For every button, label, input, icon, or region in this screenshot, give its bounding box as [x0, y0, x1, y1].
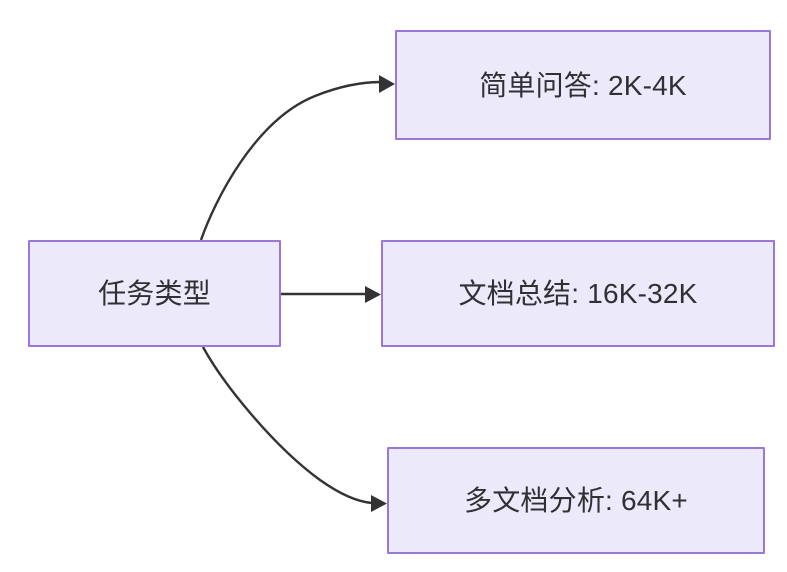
node-simple-qa[interactable]: 简单问答: 2K-4K	[395, 30, 771, 140]
node-doc-summary[interactable]: 文档总结: 16K-32K	[381, 240, 775, 347]
edge-root-to-simple-qa-path	[199, 80, 382, 241]
node-task-type-label: 任务类型	[98, 278, 211, 309]
arrowhead-right-icon	[379, 75, 395, 93]
edge-root-to-doc-summary[interactable]	[281, 286, 381, 303]
edge-root-to-simple-qa[interactable]	[199, 75, 395, 241]
node-multi-doc-label: 多文档分析: 64K+	[464, 485, 688, 516]
node-task-type[interactable]: 任务类型	[28, 240, 281, 347]
edge-root-to-multi-doc[interactable]	[201, 346, 387, 512]
node-doc-summary-label: 文档总结: 16K-32K	[458, 278, 698, 309]
node-simple-qa-label: 简单问答: 2K-4K	[479, 69, 687, 101]
node-multi-doc[interactable]: 多文档分析: 64K+	[387, 447, 765, 554]
arrowhead-right-icon	[365, 286, 381, 303]
arrowhead-right-icon	[371, 495, 387, 512]
edge-root-to-multi-doc-path	[201, 346, 373, 505]
